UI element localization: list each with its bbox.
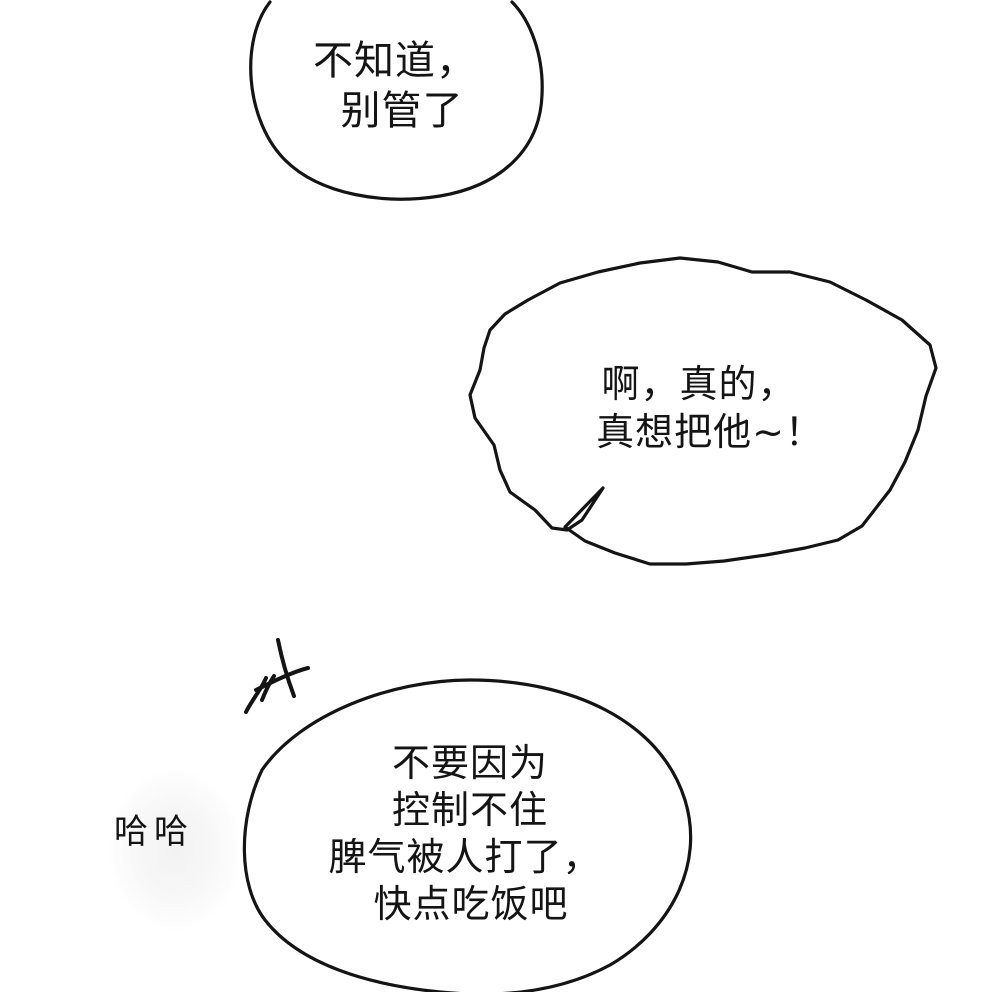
speech-bubble-jagged xyxy=(468,256,938,566)
background-haze xyxy=(110,770,240,930)
scribble-marks xyxy=(244,638,310,714)
bubble-text-middle: 啊，真的， 真想把他~！ xyxy=(575,360,845,456)
bubble-line: 控制不住 xyxy=(391,788,548,832)
speech-bubble-top xyxy=(249,0,544,201)
speech-bubble-bottom xyxy=(242,678,693,992)
bubble-text-bottom: 不要因为 控制不住 脾气被人打了， 快点吃饭吧 xyxy=(310,740,620,928)
bubble-line: 不知道， xyxy=(313,38,477,84)
bubble-line: 不要因为 xyxy=(391,741,548,785)
bubble-text-top: 不知道， 别管了 xyxy=(300,36,490,136)
bubble-line: 快点吃饭吧 xyxy=(373,882,569,926)
bubble-line: 脾气被人打了， xyxy=(328,835,602,879)
bubble-line: 别管了 xyxy=(340,88,464,134)
bubble-line: 真想把他~！ xyxy=(596,410,824,454)
sound-effect-laugh: 哈哈 xyxy=(114,812,194,852)
bubble-line: 啊，真的， xyxy=(601,362,797,406)
